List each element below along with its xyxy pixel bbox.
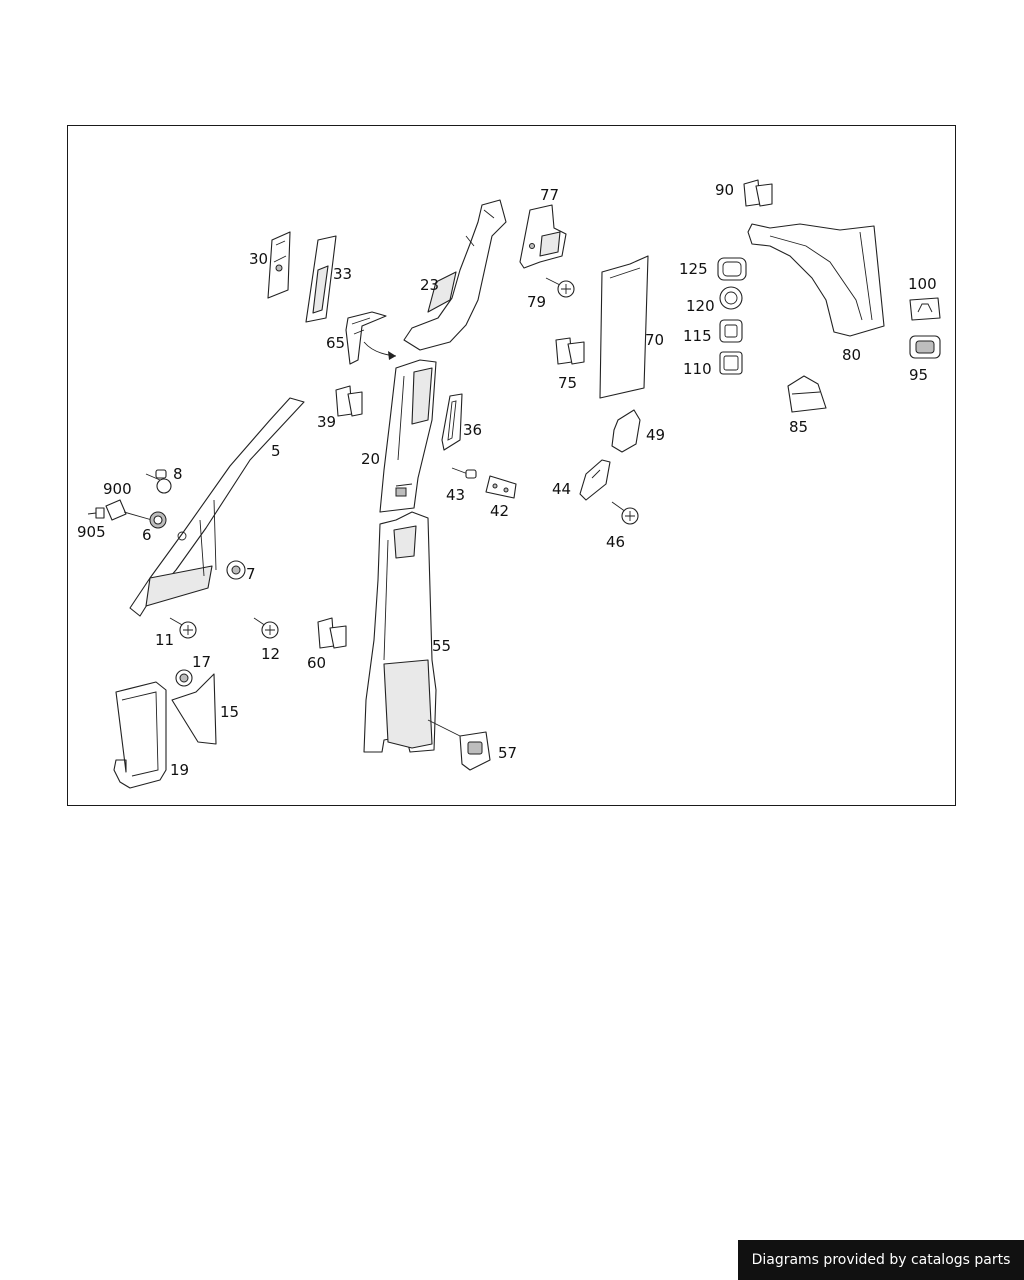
callout-79[interactable]: 79 [527,293,546,311]
callout-70[interactable]: 70 [645,331,664,349]
part-70-pillar-cover[interactable] [599,255,649,399]
callout-33[interactable]: 33 [333,265,352,283]
callout-120[interactable]: 120 [686,297,715,315]
callout-46[interactable]: 46 [606,533,625,551]
callout-7[interactable]: 7 [246,565,256,583]
part-23-upper-pillar-trim[interactable] [403,199,507,351]
callout-labels: 30 33 23 77 90 125 100 79 120 65 70 115 … [77,181,937,779]
part-95-frame[interactable] [909,335,941,359]
part-19-cover-panel[interactable] [113,681,167,789]
callout-95[interactable]: 95 [909,366,928,384]
part-5-a-pillar-trim[interactable] [129,397,305,617]
part-115-bezel[interactable] [719,319,743,343]
callout-44[interactable]: 44 [552,480,571,498]
part-12-screw[interactable] [253,617,279,639]
part-905-pin[interactable] [87,507,105,519]
part-75-clip[interactable] [555,337,585,365]
callout-6[interactable]: 6 [142,526,152,544]
part-900-clip[interactable] [105,499,127,521]
part-90-clip[interactable] [743,179,773,207]
callout-49[interactable]: 49 [646,426,665,444]
part-11-screw[interactable] [169,617,197,639]
part-60-clip[interactable] [317,617,347,649]
callout-17[interactable]: 17 [192,653,211,671]
callout-5[interactable]: 5 [271,442,281,460]
callout-80[interactable]: 80 [842,346,861,364]
callout-8[interactable]: 8 [173,465,183,483]
callout-43[interactable]: 43 [446,486,465,504]
callout-39[interactable]: 39 [317,413,336,431]
callout-20[interactable]: 20 [361,450,380,468]
part-17-plug[interactable] [175,669,193,687]
part-100-cap[interactable] [909,297,941,321]
callout-12[interactable]: 12 [261,645,280,663]
callout-36[interactable]: 36 [463,421,482,439]
footer-credit-text: Diagrams provided by catalogs parts [751,1252,1011,1268]
callout-55[interactable]: 55 [432,637,451,655]
part-8-clip[interactable] [145,469,172,494]
callout-15[interactable]: 15 [220,703,239,721]
callout-905[interactable]: 905 [77,523,106,541]
callout-42[interactable]: 42 [490,502,509,520]
part-33-trim-strip[interactable] [305,235,337,323]
part-43-pin[interactable] [451,467,477,479]
part-44-bracket[interactable] [579,459,611,501]
callout-115[interactable]: 115 [683,327,712,345]
callout-77[interactable]: 77 [540,186,559,204]
part-120-ring[interactable] [719,286,743,310]
part-55-b-pillar-lower[interactable] [363,511,437,753]
part-20-b-pillar-upper[interactable] [379,359,437,513]
callout-75[interactable]: 75 [558,374,577,392]
part-125-bezel[interactable] [717,257,747,281]
part-110-bezel[interactable] [719,351,743,375]
part-7-round-cap[interactable] [226,560,246,580]
part-30-trim-strip[interactable] [267,231,291,299]
callout-19[interactable]: 19 [170,761,189,779]
part-65-bracket[interactable] [345,311,397,365]
part-6-grommet[interactable] [123,511,167,529]
callout-11[interactable]: 11 [155,631,174,649]
part-39-clip[interactable] [335,385,363,417]
part-36-grommet[interactable] [441,393,463,451]
callout-90[interactable]: 90 [715,181,734,199]
callout-30[interactable]: 30 [249,250,268,268]
part-57-clip[interactable] [427,719,491,771]
part-80-rear-panel[interactable] [747,223,885,337]
callout-60[interactable]: 60 [307,654,326,672]
callout-65[interactable]: 65 [326,334,345,352]
callout-57[interactable]: 57 [498,744,517,762]
part-77-bracket[interactable] [519,204,567,269]
part-85-cover[interactable] [787,375,827,413]
callout-110[interactable]: 110 [683,360,712,378]
callout-100[interactable]: 100 [908,275,937,293]
callout-85[interactable]: 85 [789,418,808,436]
part-46-screw[interactable] [611,501,639,525]
callout-23[interactable]: 23 [420,276,439,294]
footer-credit-badge: Diagrams provided by catalogs parts [738,1240,1024,1280]
part-15-trim-piece[interactable] [171,673,217,745]
part-49-cover[interactable] [611,409,641,453]
part-79-screw[interactable] [545,277,575,298]
part-42-plate[interactable] [485,475,517,499]
callout-125[interactable]: 125 [679,260,708,278]
callout-900[interactable]: 900 [103,480,132,498]
